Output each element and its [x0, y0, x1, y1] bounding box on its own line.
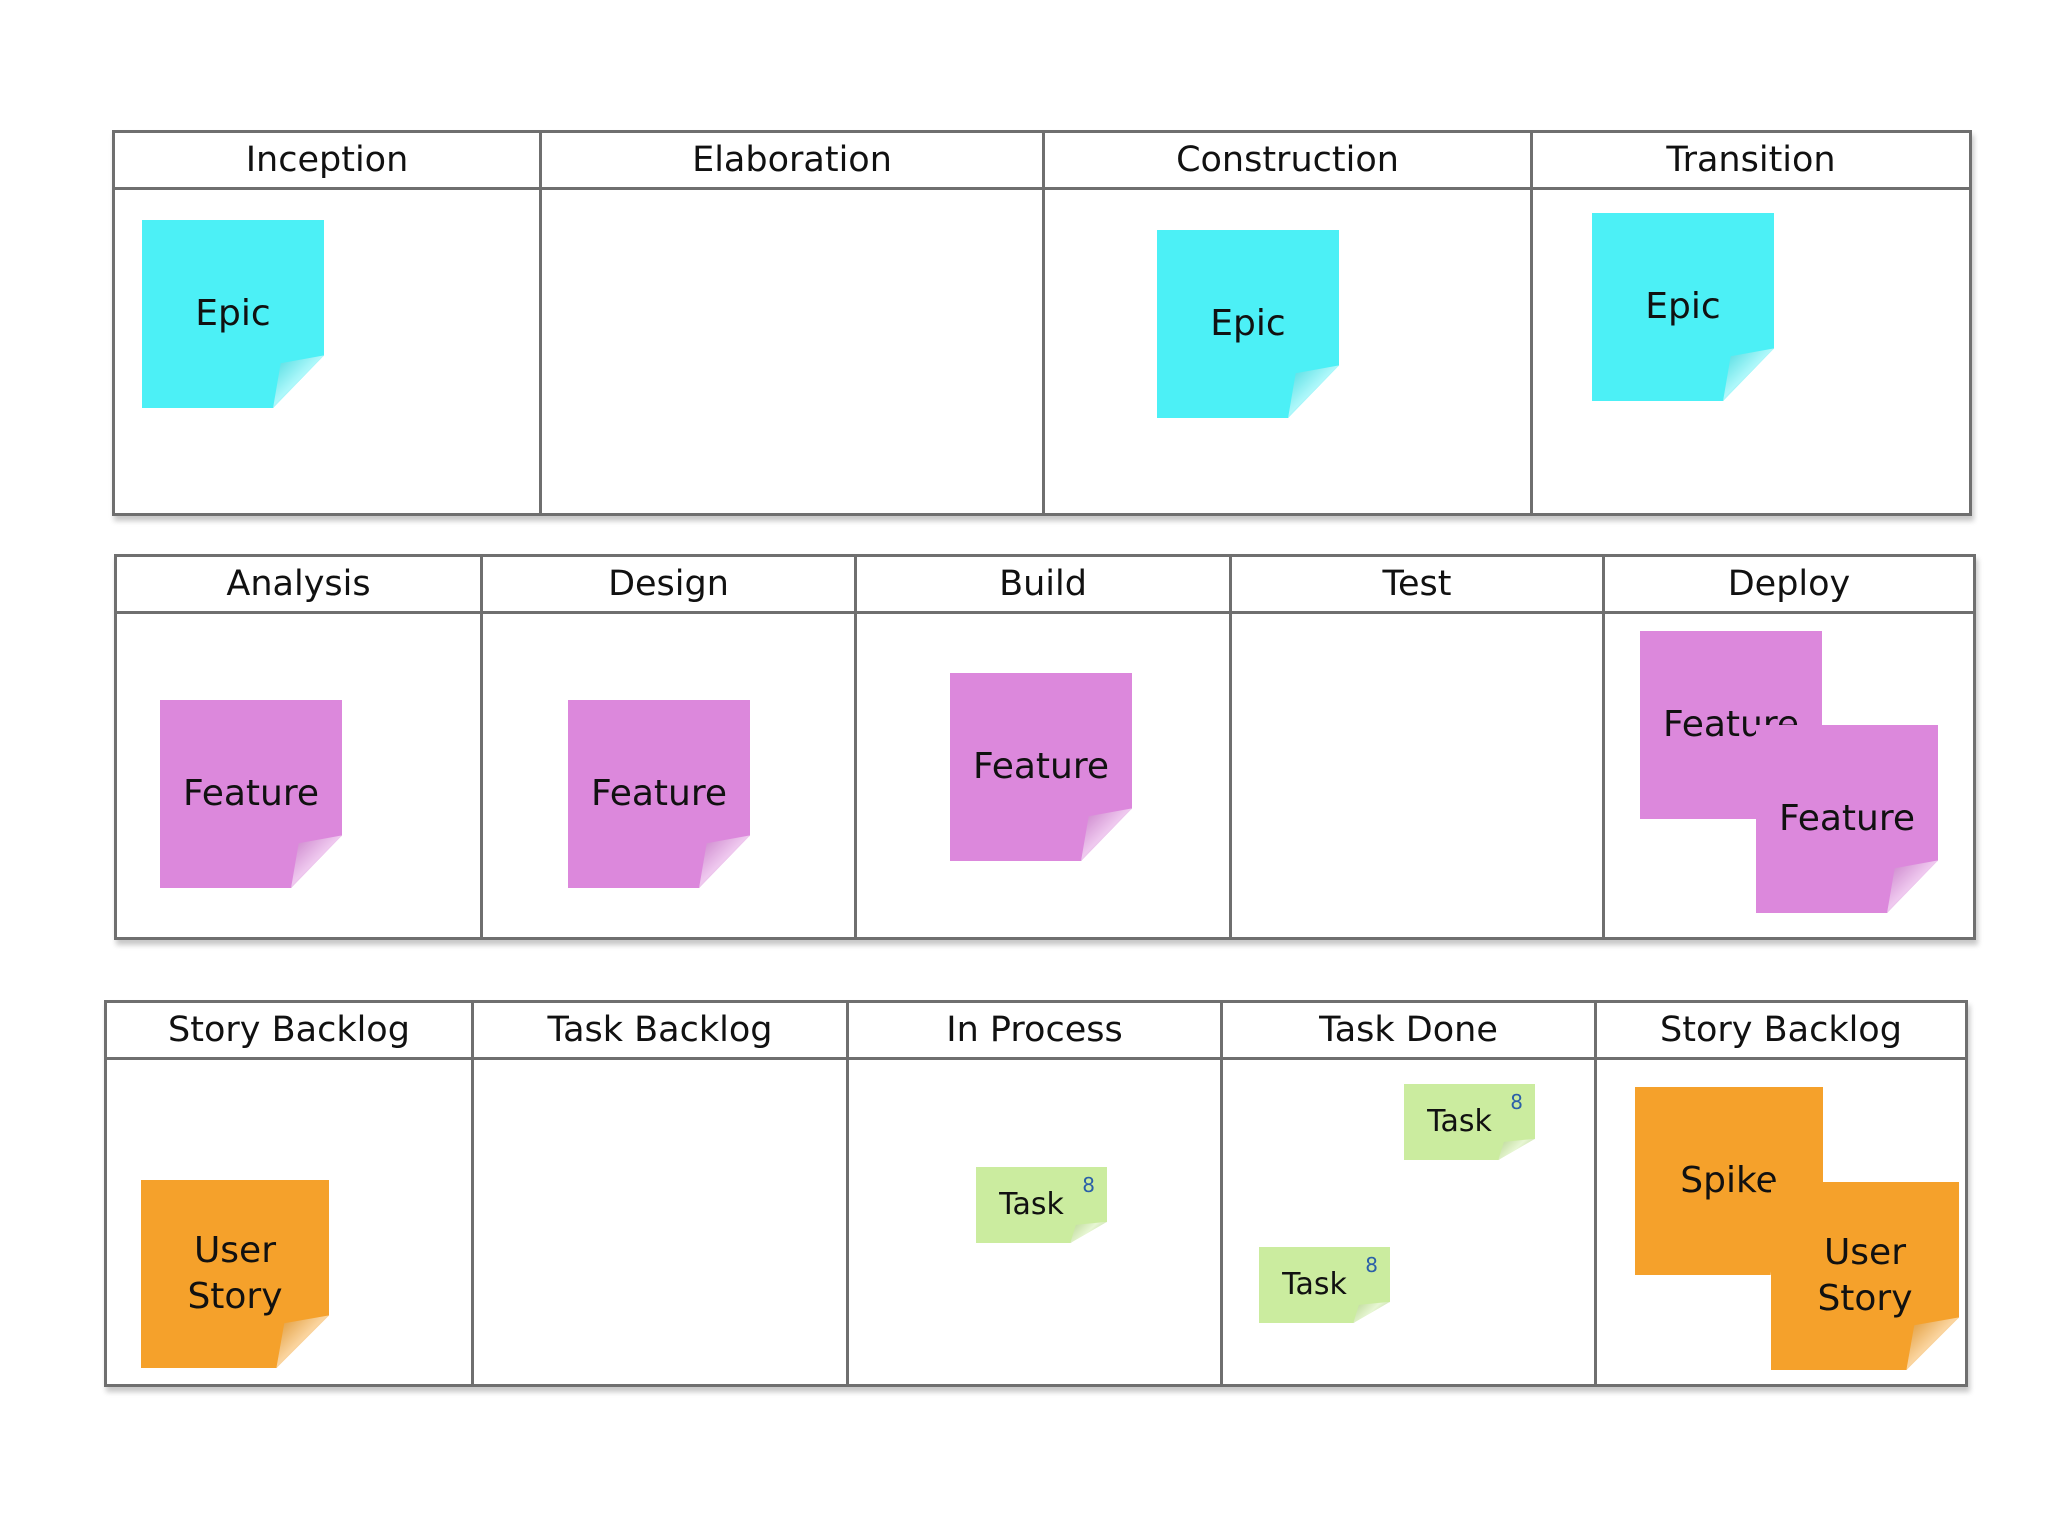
- note-label: Feature: [972, 745, 1110, 787]
- column-build: [857, 614, 1232, 937]
- note-label: Spike: [1680, 1159, 1778, 1201]
- user-story-note-done[interactable]: User Story: [1771, 1182, 1959, 1370]
- column-header-deploy: Deploy: [1727, 564, 1851, 604]
- note-label: Feature: [182, 772, 320, 814]
- column-header-task-done: Task Done: [1223, 1003, 1597, 1057]
- note-label: Epic: [1210, 302, 1286, 344]
- column-header-inception: Inception: [115, 133, 542, 187]
- column-header-elaboration: Elaboration: [542, 133, 1045, 187]
- column-header-analysis: Analysis: [117, 557, 483, 611]
- column-story-backlog: [107, 1060, 474, 1384]
- story-points-badge: 8: [1510, 1090, 1523, 1114]
- column-header-transition: Transition: [1666, 140, 1836, 180]
- note-label: Feature: [1778, 797, 1916, 839]
- note-label: Task: [1282, 1266, 1347, 1302]
- column-construction: [1045, 190, 1533, 513]
- feature-note-build[interactable]: Feature: [950, 673, 1132, 861]
- epic-note-construction[interactable]: Epic: [1157, 230, 1339, 418]
- column-task-backlog: [474, 1060, 849, 1384]
- note-label: Epic: [1645, 285, 1721, 327]
- column-header-design: Design: [483, 557, 857, 611]
- column-task-done: [1223, 1060, 1597, 1384]
- column-analysis: [117, 614, 483, 937]
- column-test: [1232, 614, 1605, 937]
- phase-board-body: [115, 190, 1969, 513]
- user-story-note-backlog[interactable]: User Story: [141, 1180, 329, 1368]
- story-board-body: [107, 1060, 1965, 1384]
- feature-note-design[interactable]: Feature: [568, 700, 750, 888]
- note-label: User Story: [187, 1229, 283, 1317]
- feature-note-deploy-2[interactable]: Feature: [1756, 725, 1938, 913]
- task-note-done-2[interactable]: Task 8: [1259, 1247, 1390, 1323]
- story-points-badge: 8: [1082, 1173, 1095, 1197]
- story-points-badge: 8: [1365, 1253, 1378, 1277]
- column-header-task-backlog: Task Backlog: [474, 1003, 849, 1057]
- column-in-process: [849, 1060, 1223, 1384]
- task-note-done-1[interactable]: Task 8: [1404, 1084, 1535, 1160]
- feature-note-analysis[interactable]: Feature: [160, 700, 342, 888]
- story-board-header: Story Backlog Task Backlog In Process Ta…: [107, 1003, 1965, 1060]
- note-label: Task: [999, 1186, 1064, 1222]
- epic-note-transition[interactable]: Epic: [1592, 213, 1774, 401]
- column-header-construction: Construction: [1045, 133, 1533, 187]
- epic-note-inception[interactable]: Epic: [142, 220, 324, 408]
- feature-board-body: [117, 614, 1973, 937]
- feature-board-header: Analysis Design Build Test Deploy: [117, 557, 1973, 614]
- note-label: Task: [1427, 1103, 1492, 1139]
- column-header-in-process: In Process: [849, 1003, 1223, 1057]
- column-design: [483, 614, 857, 937]
- column-header-story-backlog: Story Backlog: [107, 1003, 474, 1057]
- task-note-in-process[interactable]: Task 8: [976, 1167, 1107, 1243]
- column-elaboration: [542, 190, 1045, 513]
- column-header-build: Build: [857, 557, 1232, 611]
- column-inception: [115, 190, 542, 513]
- note-label: User Story: [1817, 1231, 1913, 1319]
- column-header-test: Test: [1232, 557, 1605, 611]
- phase-board-header: Inception Elaboration Construction Trans…: [115, 133, 1969, 190]
- column-header-story-backlog-2: Story Backlog: [1660, 1010, 1902, 1050]
- note-label: Epic: [195, 292, 271, 334]
- note-label: Feature: [590, 772, 728, 814]
